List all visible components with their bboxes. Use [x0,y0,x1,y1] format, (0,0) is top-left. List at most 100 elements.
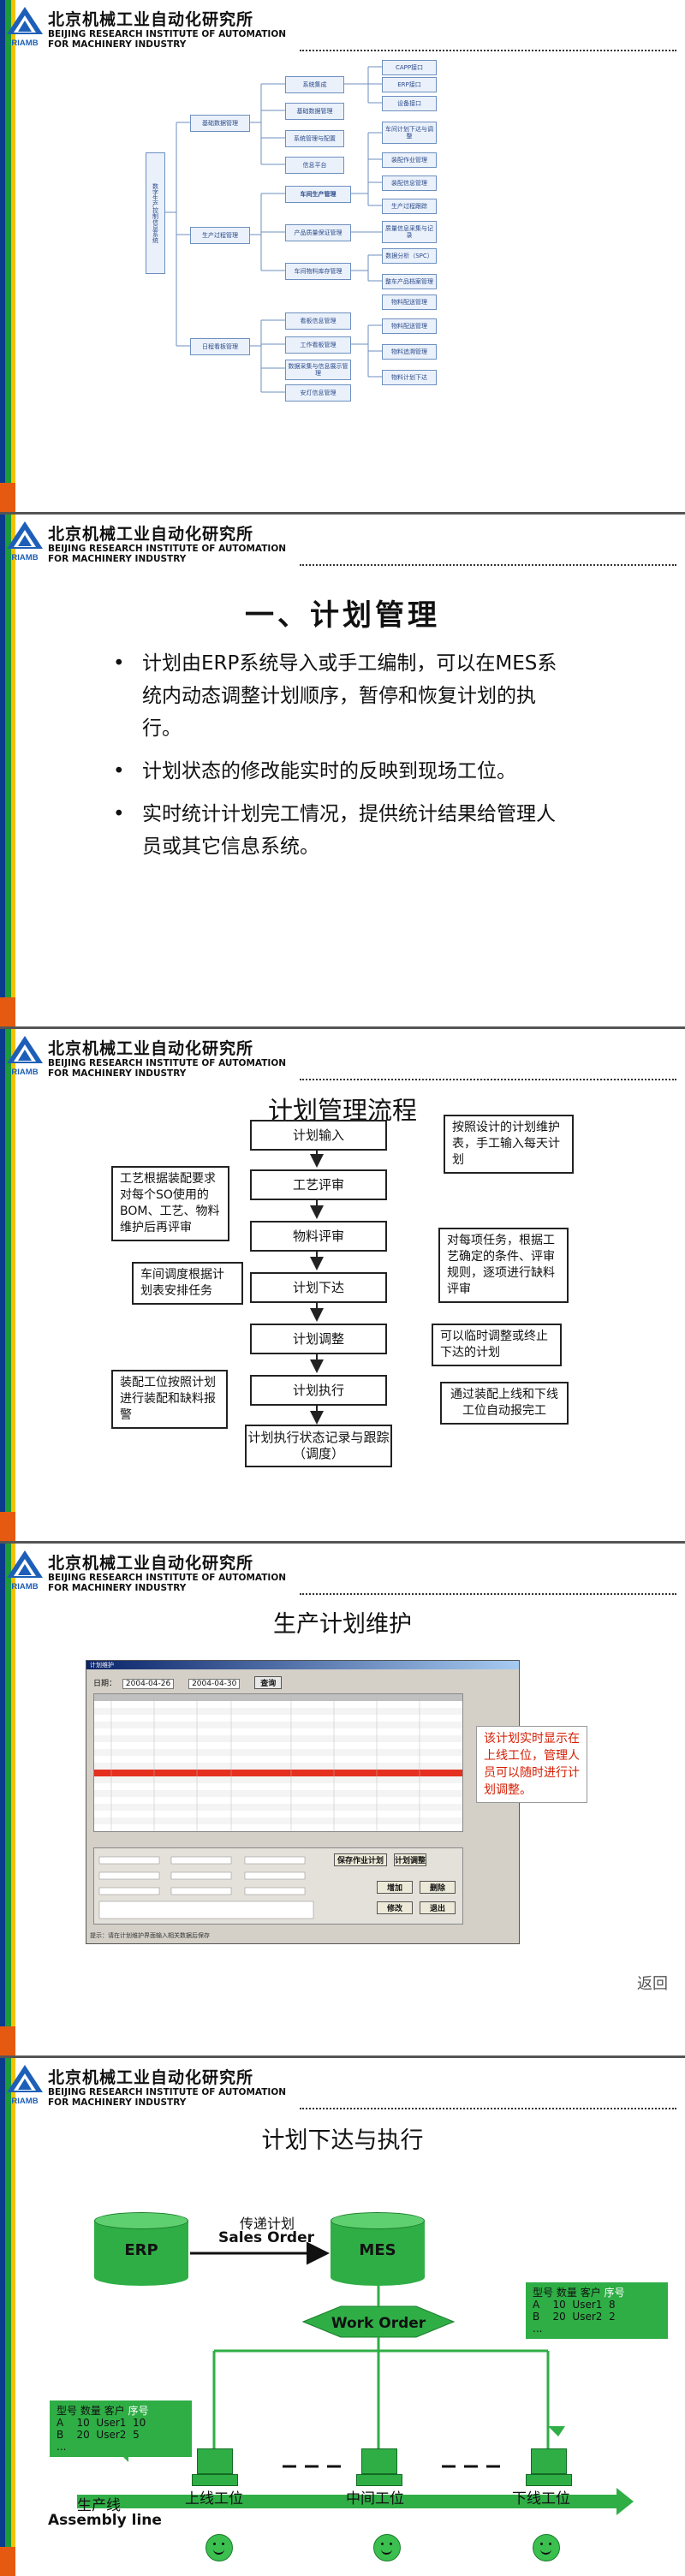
release-flow-arrows [77,2241,634,2515]
bullet-list: 计划由ERP系统导入或手工编制，可以在MES系统内动态调整计划顺序，暂停和恢复计… [113,647,558,873]
slide-header: RIAMB 北京机械工业自动化研究所 BEIJING RESEARCH INST… [0,2058,685,2111]
status-bar: 提示：请在计划维护界面输入相关数据后保存 [90,1932,210,1939]
org-node: 基础数据管理 [285,103,344,120]
org-node: 安灯信息管理 [285,384,351,402]
org-name-en-2: FOR MACHINERY INDUSTRY [48,2097,187,2108]
plan-maintenance-window: 计划维护 日期： 2004-04-26 2004-04-30 查询 保存作业计划… [86,1660,520,1944]
date-label: 日期： [93,1680,117,1688]
workstation-computer-icon [526,2448,572,2486]
org-name-en-2: FOR MACHINERY INDUSTRY [48,39,187,50]
org-node: 信息平台 [285,157,344,174]
slide-header: RIAMB 北京机械工业自动化研究所 BEIJING RESEARCH INST… [0,515,685,568]
org-node: CAPP接口 [382,60,437,75]
svg-text:RIAMB: RIAMB [11,2097,38,2106]
org-node: 物料追溯管理 [382,344,437,360]
org-name-en-1: BEIJING RESEARCH INSTITUTE OF AUTOMATION [48,1058,287,1068]
flow-step-process-review: 工艺评审 [250,1169,387,1200]
add-button[interactable]: 增加 [377,1881,413,1894]
org-root-box: 数字生产控制信息系统 [146,152,165,274]
station-label-middle: 中间工位 [346,2490,404,2508]
date-to-field[interactable]: 2004-04-30 [188,1679,241,1689]
slide-1: RIAMB 北京机械工业自动化研究所 BEIJING RESEARCH INST… [0,0,685,515]
table-ellipsis: ... [533,2323,543,2335]
org-chart-connectors [164,66,382,393]
org-name-en-1: BEIJING RESEARCH INSTITUTE OF AUTOMATION [48,1573,287,1583]
plan-grid-rows [94,1694,462,1831]
table-header-right: 型号 数量 客户 序号 [533,2287,625,2299]
slide-title: 生产计划维护 [273,1611,412,1638]
left-color-bar [0,515,19,1026]
table-row: A 10 User1 8 [533,2299,616,2311]
mes-database-icon: MES [331,2212,425,2286]
slide-header: RIAMB 北京机械工业自动化研究所 BEIJING RESEARCH INST… [0,0,685,53]
org-node: 车间计划下达与调整 [382,122,437,144]
delete-button[interactable]: 删除 [420,1881,456,1894]
org-name-cn: 北京机械工业自动化研究所 [48,2068,254,2087]
callout-process: 工艺根据装配要求对每个SO使用的BOM、工艺、物料维护后再评审 [111,1166,229,1241]
left-color-bar [0,1029,19,1541]
header-dotted-line [300,1593,676,1595]
org-node: 车间生产管理 [285,186,351,203]
date-from-field[interactable]: 2004-04-26 [122,1679,175,1689]
org-node: 数据分析（SPC） [382,248,437,264]
slide-title: 一、计划管理 [245,598,440,633]
pass-plan-label: 传递计划 [239,2216,295,2232]
table-header-left: 型号 数量 客户 序号 [57,2405,149,2417]
exit-button[interactable]: 退出 [420,1901,456,1914]
org-node: 看板信息管理 [285,312,351,330]
left-color-bar [0,1544,19,2055]
org-name-cn: 北京机械工业自动化研究所 [48,525,254,544]
left-color-bar [0,2058,19,2576]
org-node: 质量信息采集与记录 [382,221,437,243]
callout-track: 通过装配上线和下线工位自动报完工 [440,1382,569,1425]
org-branch-production: 生产过程管理 [190,227,250,244]
org-node: 物料配送管理 [382,318,437,334]
callout-release: 车间调度根据计划表安排任务 [132,1262,243,1305]
riamb-logo-icon: RIAMB [7,1036,43,1077]
sales-order-label: Sales Order [217,2229,315,2246]
org-branch-basic: 基础数据管理 [190,115,250,132]
org-node: 物料计划下达 [382,370,437,385]
slide-header: RIAMB 北京机械工业自动化研究所 BEIJING RESEARCH INST… [0,1544,685,1597]
edit-button[interactable]: 修改 [377,1901,413,1914]
org-name-en-2: FOR MACHINERY INDUSTRY [48,1583,187,1593]
flow-step-execute: 计划执行 [250,1375,387,1406]
callout-execute: 装配工位按照计划进行装配和缺料报警 [111,1370,228,1429]
save-plan-button[interactable]: 保存作业计划 [334,1853,387,1866]
form-fields [98,1856,314,1919]
worker-smiley-icon [206,2534,233,2561]
line-label-cn: 生产线 [77,2497,121,2514]
line-label-en: Assembly line [48,2512,162,2529]
station-order-table-left: 型号 数量 客户 序号 A 10 User1 10 B 20 User2 5 .… [50,2400,192,2457]
plan-grid[interactable] [93,1693,463,1832]
org-name-cn: 北京机械工业自动化研究所 [48,1554,254,1573]
header-dotted-line [300,50,676,51]
mes-label: MES [359,2241,396,2259]
org-node: 系统集成 [285,76,344,93]
svg-text:RIAMB: RIAMB [11,553,38,562]
riamb-logo-icon: RIAMB [7,1550,43,1591]
svg-text:RIAMB: RIAMB [11,1068,38,1077]
riamb-logo-icon: RIAMB [7,2065,43,2106]
org-node: 物料配送管理 [382,294,437,310]
slide-2: RIAMB 北京机械工业自动化研究所 BEIJING RESEARCH INST… [0,515,685,1029]
org-name-en-1: BEIJING RESEARCH INSTITUTE OF AUTOMATION [48,29,287,39]
org-name-cn: 北京机械工业自动化研究所 [48,10,254,29]
date-filter-row: 日期： 2004-04-26 2004-04-30 查询 [93,1676,283,1689]
adjust-plan-button[interactable]: 计划调整 [394,1853,426,1866]
workstation-computer-icon [192,2448,238,2486]
worker-smiley-icon [373,2534,401,2561]
riamb-logo-icon: RIAMB [7,7,43,48]
org-name-en-1: BEIJING RESEARCH INSTITUTE OF AUTOMATION [48,544,287,554]
org-node: 装配作业管理 [382,152,437,168]
back-link[interactable]: 返回 [637,1975,668,1993]
station-order-table-right: 型号 数量 客户 序号 A 10 User1 8 B 20 User2 2 ..… [526,2282,668,2339]
query-button[interactable]: 查询 [254,1676,283,1689]
header-dotted-line [300,564,676,566]
station-label-end: 下线工位 [512,2490,570,2508]
org-name-en-2: FOR MACHINERY INDUSTRY [48,1068,187,1079]
work-order-label: Work Order [331,2315,426,2332]
flow-step-material-review: 物料评审 [250,1221,387,1252]
flow-step-input: 计划输入 [250,1120,387,1151]
header-dotted-line [300,1079,676,1080]
